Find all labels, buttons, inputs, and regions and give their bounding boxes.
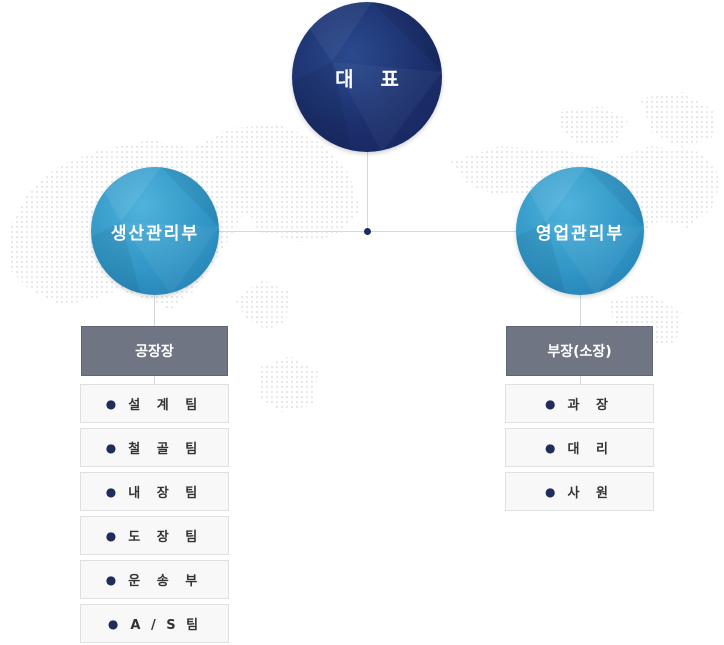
ceo-connector [367,150,368,232]
facet-pattern [292,2,442,152]
bullet-icon: ● [105,440,117,455]
bullet-icon: ● [105,484,117,499]
team-item: ● 설 계 팀 [80,384,229,423]
sales-dept-node: 영업관리부 [516,167,644,295]
sales-manager-box: 부장(소장) [506,326,653,376]
right-dept-connector [580,294,581,327]
left-items-connector [154,375,155,385]
sales-manager-label: 부장(소장) [547,344,612,360]
team-item: ● 내 장 팀 [80,472,229,511]
rank-item: ● 과 장 [505,384,654,423]
ceo-node: 대 표 [292,2,442,152]
rank-label: 사 원 [567,486,614,501]
facet-pattern [516,167,644,295]
factory-manager-box: 공장장 [81,326,228,376]
team-item: ● A / S 팀 [80,604,229,643]
junction-dot [364,228,371,235]
rank-item: ● 대 리 [505,428,654,467]
ceo-label: 대 표 [335,66,409,91]
team-item: ● 운 송 부 [80,560,229,599]
rank-label: 대 리 [567,442,614,457]
bullet-icon: ● [105,396,117,411]
rank-item: ● 사 원 [505,472,654,511]
bullet-icon: ● [107,616,119,631]
bullet-icon: ● [105,572,117,587]
right-items-connector [580,375,581,385]
left-dept-connector [154,294,155,327]
bullet-icon: ● [545,396,556,411]
team-label: 철 골 팀 [128,442,204,457]
facet-pattern [91,167,219,295]
bullet-icon: ● [545,484,556,499]
factory-manager-label: 공장장 [135,344,174,360]
bullet-icon: ● [545,440,556,455]
team-item: ● 철 골 팀 [80,428,229,467]
production-dept-node: 생산관리부 [91,167,219,295]
team-label: 도 장 팀 [128,530,204,545]
team-label: 내 장 팀 [128,486,204,501]
team-item: ● 도 장 팀 [80,516,229,555]
bullet-icon: ● [105,528,117,543]
sales-dept-label: 영업관리부 [535,223,625,244]
production-dept-label: 생산관리부 [110,223,200,244]
rank-label: 과 장 [567,398,614,413]
team-label: A / S 팀 [130,618,202,633]
team-label: 설 계 팀 [128,398,204,413]
team-label: 운 송 부 [128,574,204,589]
